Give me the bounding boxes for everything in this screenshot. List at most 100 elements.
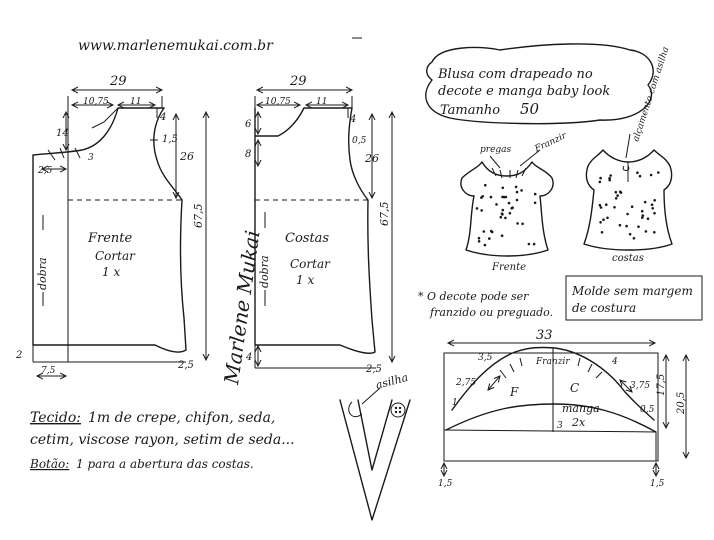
svg-text:4: 4 (245, 352, 252, 363)
polka-dot (632, 237, 636, 240)
svg-text:2,75: 2,75 (455, 378, 476, 388)
polka-dot (608, 178, 611, 182)
polka-dot (520, 189, 523, 192)
svg-text:0,5: 0,5 (352, 136, 367, 146)
sleeve-gather-marks (499, 357, 603, 379)
blouse-back-illustration: alçamento com asilha costas (583, 46, 673, 264)
svg-text:10,75: 10,75 (83, 97, 109, 107)
svg-text:7,5: 7,5 (41, 366, 56, 376)
svg-text:4: 4 (159, 112, 166, 123)
svg-text:14: 14 (56, 128, 69, 139)
neckline-note-2: franzido ou preguado. (429, 306, 553, 319)
polka-dot (628, 232, 632, 236)
mold-note-1: Molde sem margem (571, 284, 693, 298)
polka-dot (614, 190, 618, 194)
svg-text:Franzir: Franzir (535, 357, 570, 367)
svg-text:17,5: 17,5 (656, 374, 667, 396)
svg-text:3,5: 3,5 (478, 353, 493, 363)
svg-text:Tecido:: Tecido: (30, 410, 81, 426)
front-piece: 29 10,75 11 14 2,5 3 4 1,5 26 67,5 2 7,5… (15, 74, 206, 376)
title-box: Blusa com drapeado no decote e manga bab… (425, 43, 654, 125)
polka-dot (618, 223, 622, 227)
svg-text:1: 1 (452, 398, 458, 408)
polka-dot (532, 242, 536, 246)
svg-text:manga: manga (562, 402, 600, 415)
polka-dot (501, 186, 505, 190)
polka-dot (657, 171, 660, 174)
svg-text:67,5: 67,5 (192, 204, 205, 229)
polka-dot (533, 201, 537, 205)
svg-text:29: 29 (289, 74, 307, 89)
polka-dot (533, 192, 537, 196)
blouse-front-illustration: pregas Franzir Frente (460, 131, 569, 273)
polka-dot (646, 217, 650, 220)
sleeve-piece: 33 Franzir 3,5 4 2,75 3,75 1 0,5 3 17,5 … (438, 328, 687, 489)
neckline-note-1: * O decote pode ser (418, 290, 529, 303)
loop-shape (348, 401, 363, 418)
back-piece: 29 10,75 11 6 8 4 0,5 26 67,5 4 2,5 Cost… (245, 74, 392, 375)
svg-text:26: 26 (179, 150, 194, 163)
svg-text:1,5: 1,5 (438, 479, 453, 489)
polka-dot (651, 207, 654, 210)
svg-text:29: 29 (109, 74, 127, 89)
svg-text:2,5: 2,5 (177, 360, 194, 371)
svg-text:10,75: 10,75 (265, 97, 291, 107)
polka-dot (644, 230, 648, 233)
svg-text:F: F (509, 385, 519, 399)
neck-facing-detail: asilha (339, 371, 411, 521)
svg-text:1 para a abertura das costas.: 1 para a abertura das costas. (76, 457, 254, 471)
svg-text:Blusa com drapeado no: Blusa com drapeado no (437, 67, 593, 82)
polka-dot (477, 236, 481, 240)
svg-text:Tamanho: Tamanho (440, 103, 500, 118)
front-piece-name: Frente (87, 231, 133, 246)
mold-note-2: de costura (572, 301, 636, 315)
polka-dot (500, 234, 504, 237)
mold-box (565, 275, 703, 321)
polka-dot (483, 243, 487, 247)
polka-dot (599, 176, 602, 180)
polka-dot (488, 237, 491, 240)
polka-dot (490, 229, 493, 233)
polka-dot (515, 190, 519, 194)
polka-dot (602, 218, 605, 221)
polka-dot (605, 203, 608, 206)
polka-dot (484, 183, 487, 187)
back-outline (254, 107, 376, 354)
back-piece-name: Costas (285, 231, 329, 246)
svg-text:1,5: 1,5 (650, 479, 665, 489)
svg-text:2,5: 2,5 (37, 166, 53, 176)
button-icon (390, 402, 406, 418)
polka-dot (640, 209, 644, 213)
polka-dot (609, 174, 612, 177)
svg-text:2,5: 2,5 (365, 364, 382, 375)
polka-dot (613, 206, 616, 209)
svg-text:Botão:: Botão: (29, 457, 69, 471)
polka-dot (599, 221, 602, 224)
polka-dot (614, 197, 618, 200)
polka-dot (626, 212, 629, 216)
svg-text:33: 33 (536, 328, 553, 343)
svg-text:3,75: 3,75 (630, 381, 650, 391)
polka-dot (480, 209, 484, 212)
svg-text:3: 3 (88, 153, 94, 163)
polka-dot (649, 173, 653, 177)
polka-dot (608, 176, 611, 180)
polka-dot (499, 215, 503, 219)
polka-dot (653, 199, 656, 202)
polka-dot (527, 242, 531, 246)
polka-dot (598, 180, 602, 184)
front-cut-label: Cortar (95, 249, 136, 263)
sleeve-cap-curve (451, 346, 655, 421)
polka-dot (481, 195, 485, 198)
fabric-info: Tecido: 1m de crepe, chifon, seda, cetim… (29, 410, 295, 471)
svg-text:1,5: 1,5 (162, 134, 178, 145)
polka-dot (598, 203, 602, 207)
polka-dot (653, 211, 656, 215)
polka-dot (600, 231, 604, 234)
polka-dot (507, 201, 511, 205)
svg-text:11: 11 (130, 97, 141, 107)
svg-text:6: 6 (245, 119, 252, 130)
polka-dot (630, 205, 634, 208)
front-neck-pleats (47, 147, 81, 161)
